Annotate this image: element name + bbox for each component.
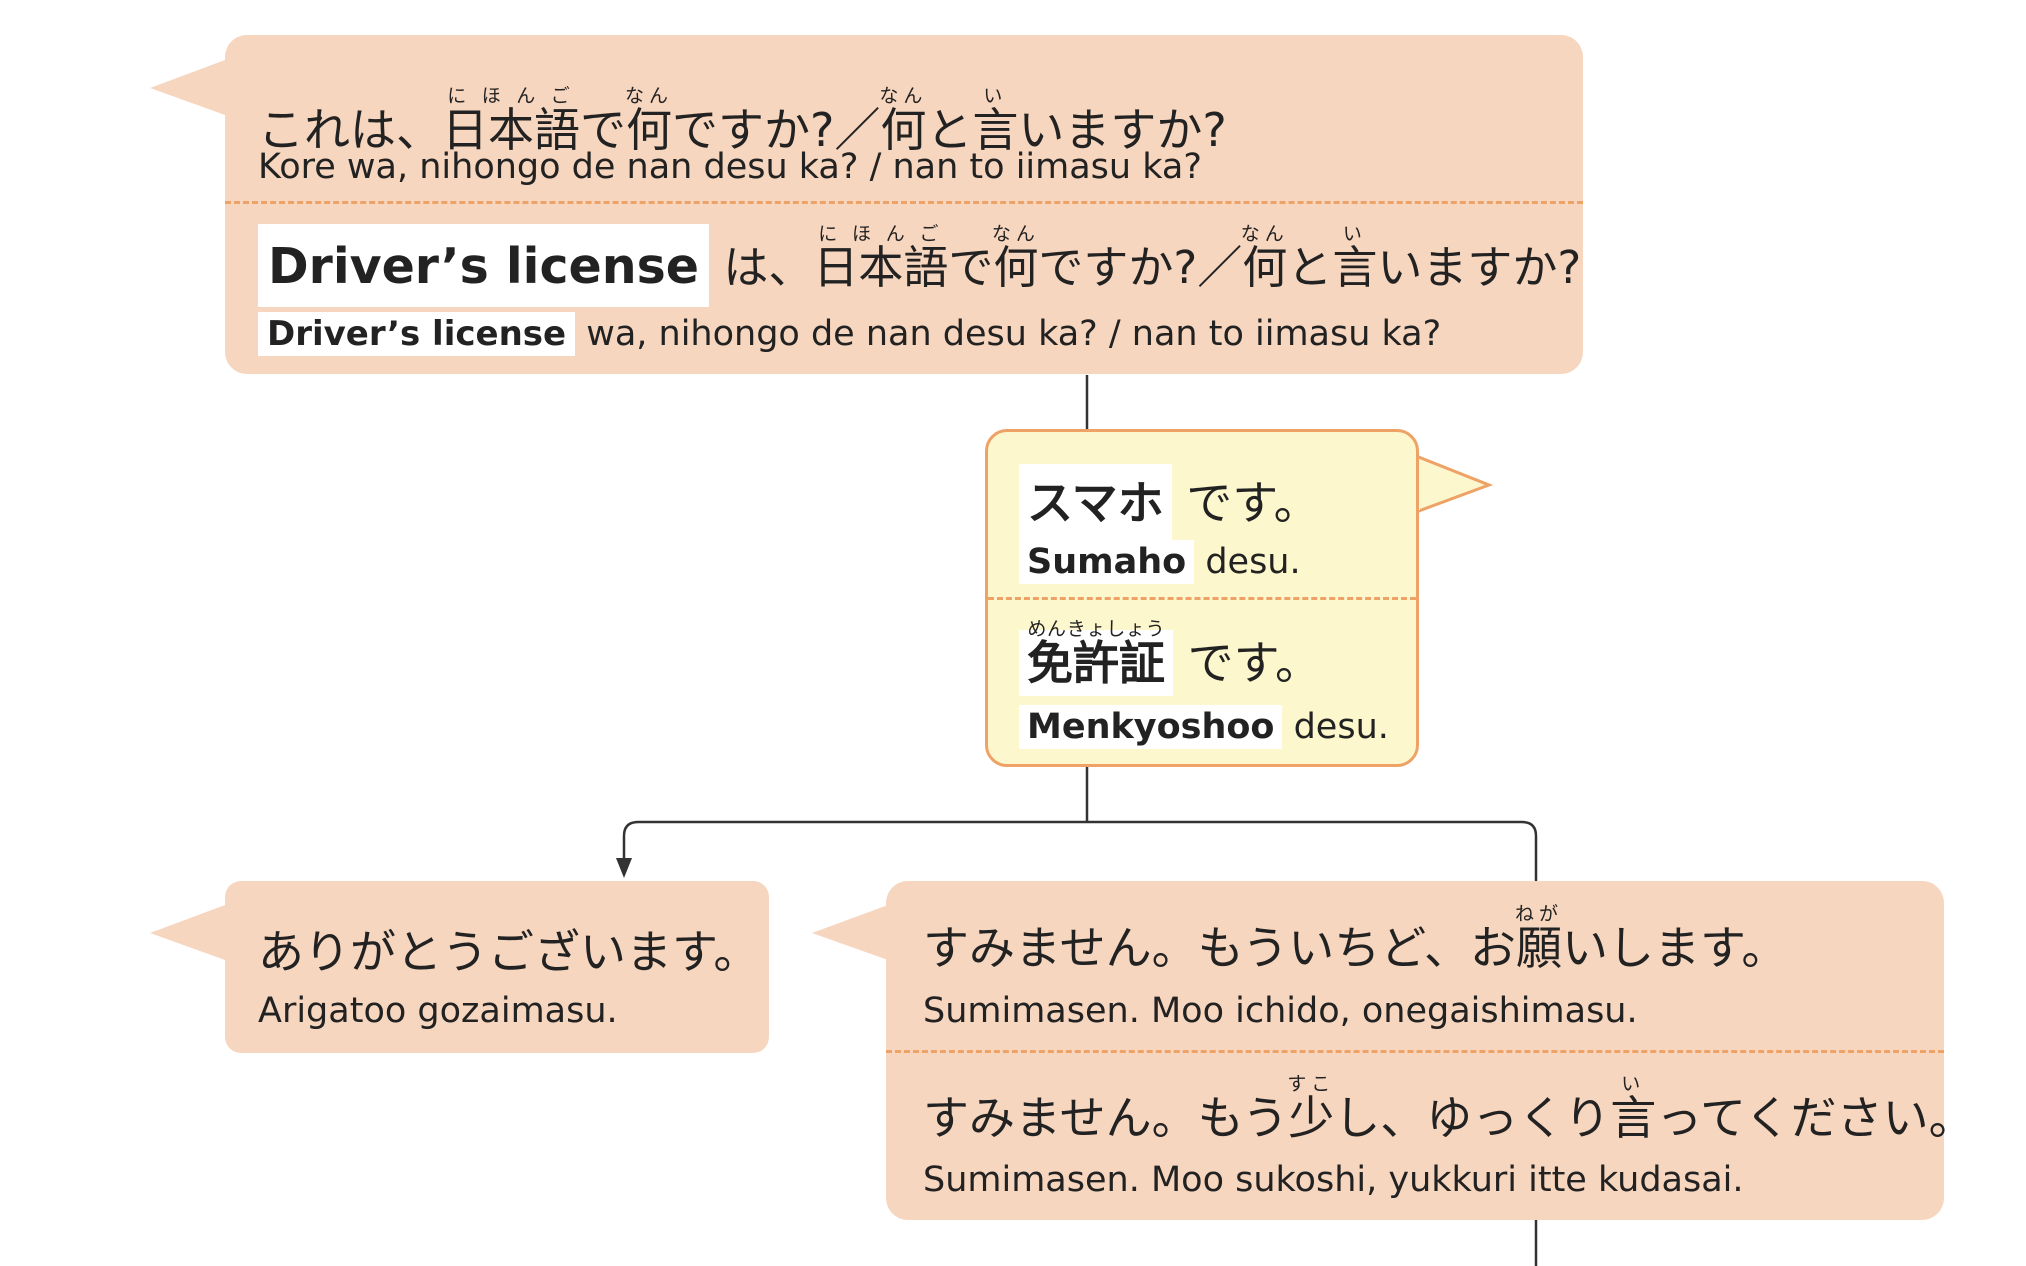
- ruby-i: 言い: [1610, 1073, 1657, 1145]
- question-bubble-tail: [150, 60, 225, 115]
- ruby-nihongo: 日本語にほんご: [442, 85, 580, 157]
- ruby-i: 言い: [972, 85, 1019, 157]
- repeat-again-romaji: Sumimasen. Moo ichido, onegaishimasu.: [923, 991, 1638, 1031]
- question-generic-japanese: これは、日本語にほんごで何なんですか?／何なんと言いいますか?: [258, 85, 1227, 157]
- repeat-row-again: すみません。もういちど、お願ねがいします。 Sumimasen. Moo ich…: [886, 881, 1944, 1051]
- highlighted-term: Driver’s license: [258, 224, 710, 307]
- repeat-again-japanese: すみません。もういちど、お願ねがいします。: [923, 903, 1788, 975]
- thanks-bubble-tail: [150, 905, 225, 960]
- ruby-nega: 願ねが: [1514, 903, 1563, 975]
- connector-branch: [622, 820, 1538, 888]
- answer-menkyoshoo-japanese: 免許証めんきょしょう です。: [1019, 618, 1321, 696]
- answer-row-sumaho: スマホ です。 Sumaho desu.: [988, 432, 1416, 598]
- thanks-japanese: ありがとうございます。: [258, 925, 760, 979]
- question-row-generic: これは、日本語にほんごで何なんですか?／何なんと言いいますか? Kore wa,…: [225, 35, 1583, 203]
- ruby-nan: 何なん: [625, 85, 674, 157]
- divider: [225, 201, 1583, 204]
- repeat-bubble-tail: [812, 905, 888, 960]
- highlighted-term: Menkyoshoo: [1019, 705, 1283, 749]
- highlighted-term: スマホ: [1019, 464, 1172, 542]
- repeat-bubble: すみません。もういちど、お願ねがいします。 Sumimasen. Moo ich…: [886, 881, 1975, 1220]
- highlighted-term: 免許証めんきょしょう: [1019, 620, 1173, 696]
- answer-sumaho-romaji: Sumaho desu.: [1019, 540, 1301, 584]
- repeat-slowly-japanese: すみません。もう少すこし、ゆっくり言いってください。: [923, 1073, 1975, 1145]
- question-example-romaji: Driver’s license wa, nihongo de nan desu…: [258, 312, 1441, 356]
- answer-menkyoshoo-romaji: Menkyoshoo desu.: [1019, 705, 1389, 749]
- ruby-nan: 何なん: [879, 85, 928, 157]
- ruby-nihongo: 日本語にほんご: [813, 223, 949, 294]
- divider: [886, 1050, 1944, 1053]
- question-row-example: Driver’s license は、日本語にほんごで何なんですか?／何なんと言…: [225, 203, 1583, 374]
- question-generic-romaji: Kore wa, nihongo de nan desu ka? / nan t…: [258, 147, 1202, 187]
- question-example-japanese: Driver’s license は、日本語にほんごで何なんですか?／何なんと言…: [258, 223, 1581, 307]
- ruby-suko: 少すこ: [1287, 1073, 1336, 1145]
- repeat-row-slowly: すみません。もう少すこし、ゆっくり言いってください。 Sumimasen. Mo…: [886, 1051, 1975, 1220]
- divider: [988, 597, 1416, 600]
- connector-branch-arrowhead: [616, 858, 632, 878]
- answer-sumaho-japanese: スマホ です。: [1019, 464, 1320, 542]
- repeat-slowly-romaji: Sumimasen. Moo sukoshi, yukkuri itte kud…: [923, 1160, 1744, 1200]
- thanks-bubble: ありがとうございます。 Arigatoo gozaimasu.: [225, 881, 769, 1053]
- highlighted-term: Driver’s license: [258, 312, 576, 356]
- ruby-i: 言い: [1332, 223, 1378, 294]
- answer-bubble-tail: [1416, 454, 1494, 514]
- question-generic-jp-part: これは、: [258, 103, 442, 157]
- highlighted-term: Sumaho: [1019, 540, 1195, 584]
- question-bubble: これは、日本語にほんごで何なんですか?／何なんと言いいますか? Kore wa,…: [225, 35, 1583, 374]
- ruby-nan: 何なん: [991, 223, 1040, 294]
- thanks-romaji: Arigatoo gozaimasu.: [258, 991, 618, 1031]
- answer-row-menkyoshoo: 免許証めんきょしょう です。 Menkyoshoo desu.: [988, 598, 1416, 767]
- answer-bubble: スマホ です。 Sumaho desu. 免許証めんきょしょう です。 Menk…: [985, 429, 1419, 767]
- ruby-nan: 何なん: [1240, 223, 1289, 294]
